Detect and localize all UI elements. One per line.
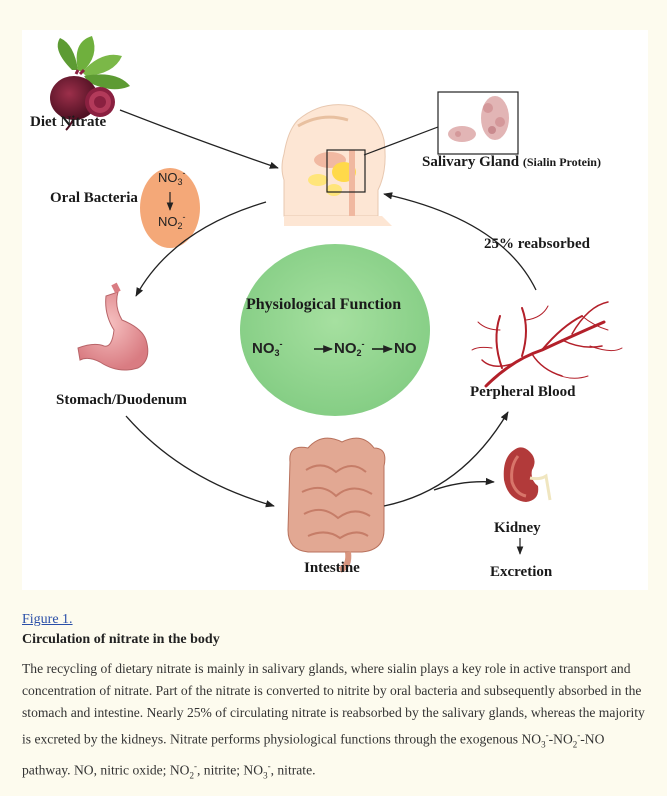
arrow-intestine-to-blood [383,411,509,507]
label-oral-bacteria: Oral Bacteria [50,190,138,206]
human-head-icon [281,104,392,226]
nitrate-circulation-figure: Diet Nitrate Oral Bacteria NO3- NO2- Sal… [22,30,648,590]
label-peripheral-blood: Perpheral Blood [470,384,576,400]
diagram-canvas [50,36,623,573]
oral-no2: NO2- [158,212,186,231]
kidney-icon [503,447,552,502]
label-salivary-gland: Salivary Gland (Sialin Protein) [422,154,601,170]
oral-no3: NO3- [158,168,186,187]
figure-caption: Figure 1. Circulation of nitrate in the … [22,612,654,787]
label-25-reabsorbed: 25% reabsorbed [484,236,590,252]
arrow-stomach-to-intestine [125,415,275,508]
pathway-no: NO [394,340,417,357]
arrow-mouth-to-stomach [135,201,267,297]
connector-line [363,126,439,156]
label-diet-nitrate: Diet Nitrate [30,114,107,130]
stomach-icon [77,282,149,371]
label-intestine: Intestine [304,560,360,576]
salivary-gland-icon [448,96,509,142]
beetroot-icon [50,36,130,131]
arrow-diet-to-mouth [119,109,279,169]
intestine-icon [287,437,386,573]
label-physiological-function: Physiological Function [246,296,402,313]
salivary-gland-highlight-box [326,149,366,193]
label-kidney: Kidney [494,520,541,536]
figure-description: The recycling of dietary nitrate is main… [22,661,645,781]
pathway-no2: NO2- [334,339,365,358]
arrow-blood-to-salivary [383,192,537,291]
physiological-function-circle [240,244,430,416]
figure-link[interactable]: Figure 1. [22,612,73,627]
label-stomach-duodenum: Stomach/Duodenum [56,392,187,408]
blood-vessels-icon [471,301,623,388]
pathway-no3: NO3- [252,339,283,358]
figure-title: Circulation of nitrate in the body [22,632,220,647]
arrow-to-kidney [433,477,495,491]
label-excretion: Excretion [490,564,553,580]
